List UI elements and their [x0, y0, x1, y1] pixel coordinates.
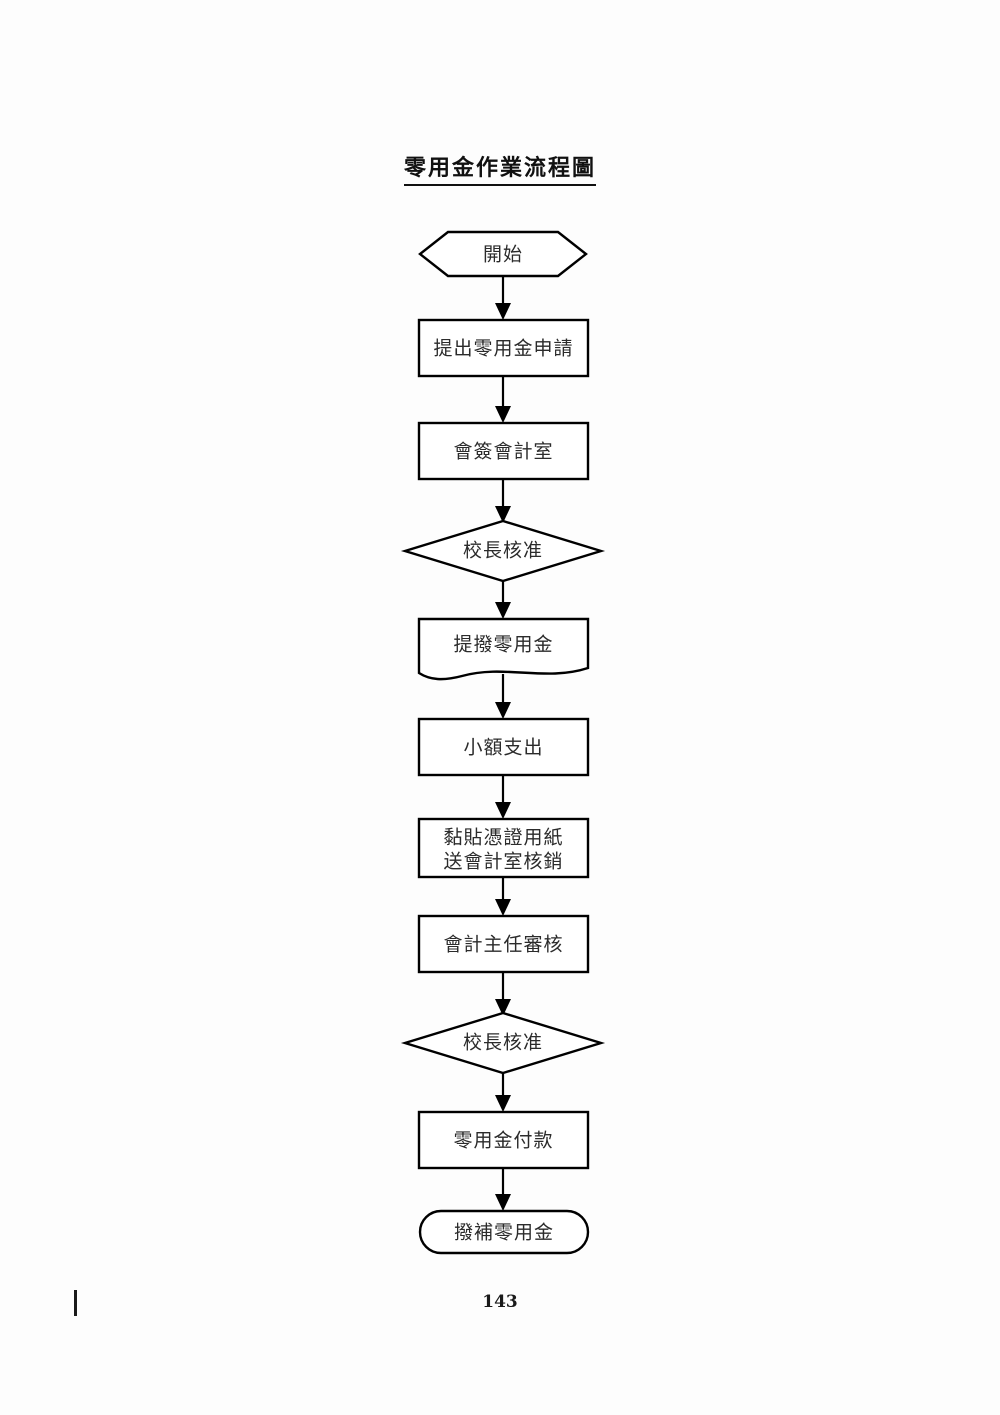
arrowhead-icon [495, 303, 511, 320]
flow-node-principal-approval-2[interactable]: 校長核准 [400, 1011, 606, 1075]
flow-node-label: 會簽會計室 [453, 441, 553, 463]
hexagon-shape [418, 230, 588, 278]
flow-connector-7 [495, 877, 511, 916]
flow-node-allocate-petty-cash[interactable]: 提撥零用金 [417, 617, 590, 681]
arrowhead-icon [495, 1194, 511, 1211]
flow-connector-1 [495, 276, 511, 320]
flow-node-petty-cash-payment[interactable]: 零用金付款 [417, 1110, 590, 1170]
flow-node-principal-approval-1[interactable]: 校長核准 [400, 519, 606, 583]
arrowhead-icon [495, 899, 511, 916]
arrowhead-icon [495, 702, 511, 719]
flow-node-label: 零用金付款 [453, 1130, 553, 1152]
arrowhead-icon [495, 999, 511, 1016]
flow-node-countersign-accounting[interactable]: 會簽會計室 [417, 421, 590, 481]
flow-connector-3 [495, 479, 511, 523]
arrowhead-icon [495, 506, 511, 523]
page-title: 零用金作業流程圖 [0, 150, 1000, 186]
flow-node-label: 小額支出 [463, 737, 543, 759]
flow-node-label: 開始 [483, 244, 523, 266]
flow-connector-2 [495, 376, 511, 423]
page-title-text: 零用金作業流程圖 [403, 150, 596, 186]
flow-node-label: 撥補零用金 [454, 1222, 554, 1244]
flow-node-small-expenditure[interactable]: 小額支出 [417, 717, 590, 777]
flow-node-label-line1: 黏貼憑證用紙 [443, 827, 563, 849]
flow-connector-10 [495, 1168, 511, 1211]
arrowhead-icon [495, 802, 511, 819]
rectangle-shape [417, 1110, 590, 1170]
flow-node-start[interactable]: 開始 [418, 230, 588, 278]
flow-node-label: 提撥零用金 [453, 634, 553, 656]
flow-node-label: 校長核准 [463, 540, 543, 562]
flow-connector-5 [495, 674, 511, 719]
margin-tick-mark [74, 1290, 77, 1316]
flow-connector-8 [495, 972, 511, 1016]
page-number: 143 [482, 1292, 518, 1312]
rectangle-shape [417, 817, 590, 879]
flow-node-label-line2: 送會計室核銷 [443, 851, 563, 873]
flow-node-chief-accountant-review[interactable]: 會計主任審核 [417, 914, 590, 974]
stadium-shape [418, 1209, 590, 1255]
flow-node-attach-vouchers[interactable]: 黏貼憑證用紙 送會計室核銷 [417, 817, 590, 879]
flow-connector-9 [495, 1073, 511, 1112]
flow-node-submit-application[interactable]: 提出零用金申請 [417, 318, 590, 378]
arrowhead-icon [495, 1095, 511, 1112]
flow-node-label: 會計主任審核 [443, 934, 563, 956]
document-shape [417, 617, 590, 681]
arrowhead-icon [495, 406, 511, 423]
flow-connector-6 [495, 775, 511, 819]
flow-node-label: 提出零用金申請 [433, 338, 573, 360]
flow-node-label: 校長核准 [463, 1032, 543, 1054]
arrowhead-icon [495, 602, 511, 619]
flow-connector-4 [495, 581, 511, 619]
flow-node-replenish-petty-cash[interactable]: 撥補零用金 [418, 1209, 590, 1255]
